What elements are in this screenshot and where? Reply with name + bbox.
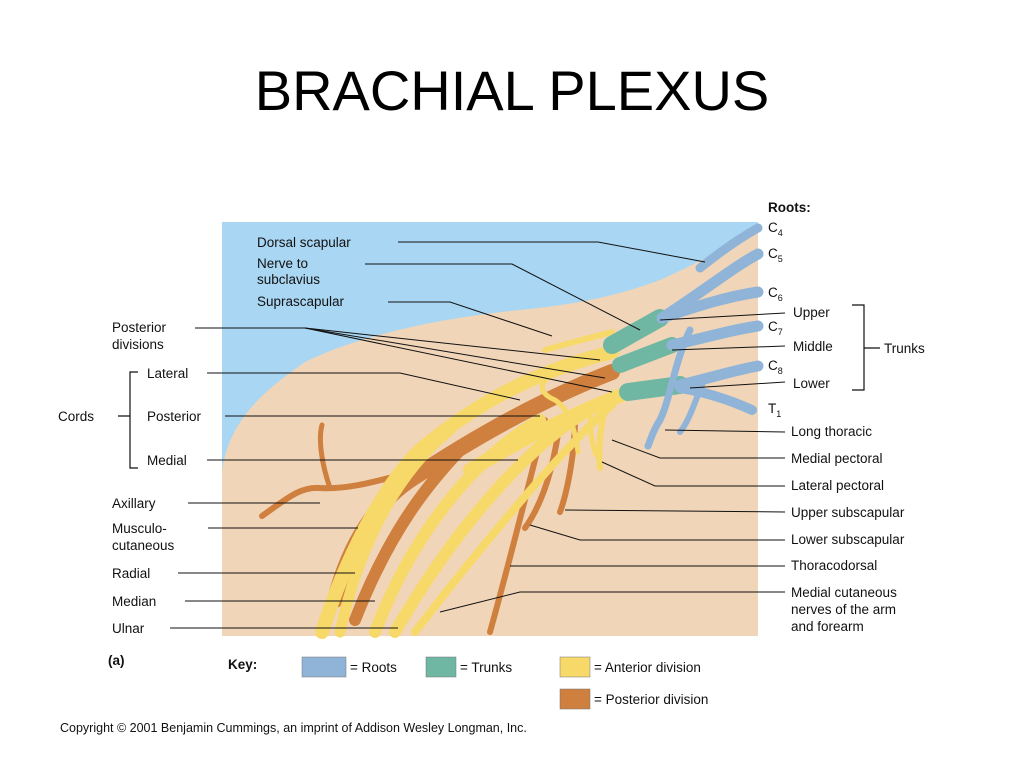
label-lower: Lower [793,376,830,391]
label-nerve-to: Nerve to [257,256,308,271]
key-roots: = Roots [350,660,397,675]
copyright: Copyright © 2001 Benjamin Cummings, an i… [60,721,527,735]
leader-posterior-div-3 [304,327,613,393]
label-c8: C8 [768,358,783,376]
upper-trunk [603,309,669,354]
leader-lower-subscapular [529,524,785,541]
label-lower-subscapular: Lower subscapular [791,532,905,547]
label-middle: Middle [793,339,833,354]
cords-bracket [118,371,138,469]
leader-nerve-to-subclavius [365,263,641,331]
leader-middle [671,345,786,351]
label-musculocutaneous-2: cutaneous [112,538,175,553]
label-medial-pectoral: Medial pectoral [791,451,883,466]
medial-cord [463,381,647,477]
label-posterior-divisions-1: Posterior [112,320,167,335]
axillary-branch [317,422,333,491]
leader-medial-cutaneous [439,591,785,613]
label-dorsal-scapular: Dorsal scapular [257,235,351,250]
leader-lateral [207,372,521,401]
label-suprascapular: Suprascapular [257,294,345,309]
leader-dorsal-scapular [398,241,706,263]
panel-label: (a) [108,653,125,668]
medial-pectoral-nerve [587,407,599,458]
label-upper: Upper [793,305,830,320]
leader-lateral-pectoral [601,461,785,487]
leader-suprascapular [388,301,553,337]
label-subclavius: subclavius [257,272,320,287]
label-posterior-divisions-2: divisions [112,337,164,352]
nerve-bundles [259,223,764,639]
leader-upper-subscapular [564,509,786,513]
label-lateral: Lateral [147,366,188,381]
label-c7: C7 [768,319,783,337]
label-medial: Medial [147,453,187,468]
long-thoracic-nerve [644,326,694,450]
label-t1: T1 [768,401,781,419]
label-c6: C6 [768,285,783,303]
musculocutaneous-nerve [334,424,456,638]
label-c4: C4 [768,220,783,238]
label-cords: Cords [58,409,94,424]
radial-nerve [349,434,476,626]
division-loop [540,369,581,455]
label-median: Median [112,594,156,609]
leader-long-thoracic [664,429,786,433]
root-c6 [656,286,764,324]
slide-title: BRACHIAL PLEXUS [254,59,770,122]
leader-posterior-div-2 [304,327,606,379]
label-ulnar: Ulnar [112,621,145,636]
root-c8 [674,360,764,391]
leader-upper [659,312,786,321]
label-axillary: Axillary [112,496,156,511]
key-swatch-anterior [559,656,591,678]
label-lateral-pectoral: Lateral pectoral [791,478,884,493]
long-thoracic-nerve-2 [677,375,708,435]
root-c4 [695,223,763,273]
middle-trunk [612,337,680,373]
label-thoracodorsal: Thoracodorsal [791,558,877,573]
label-medial-cutaneous-3: and forearm [791,619,864,634]
suprascapular-nerve [542,329,615,353]
label-posterior: Posterior [147,409,202,424]
label-trunks: Trunks [884,341,925,356]
key-anterior: = Anterior division [594,660,701,675]
key-trunks: = Trunks [460,660,512,675]
leader-medial-pectoral [611,439,785,459]
key-posterior: = Posterior division [594,692,708,707]
label-long-thoracic: Long thoracic [791,424,872,439]
root-t1 [675,383,757,415]
key-swatch-posterior [559,688,591,710]
key-swatch-roots [301,656,347,678]
label-radial: Radial [112,566,150,581]
lateral-pectoral-nerve [596,407,608,471]
lateral-cord [315,345,619,639]
label-medial-cutaneous-1: Medial cutaneous [791,585,897,600]
leader-lower [689,381,786,389]
label-musculocutaneous-1: Musculo- [112,521,167,536]
leader-lines [170,241,786,629]
label-medial-cutaneous-2: nerves of the arm [791,602,896,617]
key-swatch-trunks [425,656,457,678]
trunks-bracket [852,304,880,391]
label-upper-subscapular: Upper subscapular [791,505,905,520]
label-c5: C5 [768,246,783,264]
key-heading: Key: [228,657,257,672]
roots-heading: Roots: [768,200,811,215]
